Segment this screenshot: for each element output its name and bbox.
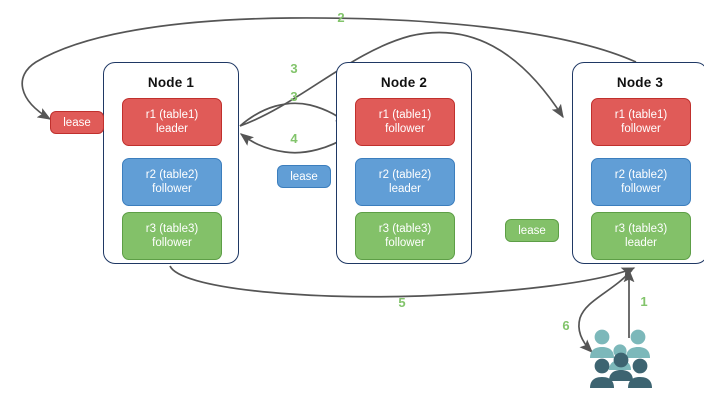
range-label-line2: follower (621, 123, 661, 135)
node-box-1[interactable]: Node 1 r1 (table1) leader r2 (table2) fo… (103, 62, 239, 264)
node-box-3[interactable]: Node 3 r1 (table1) follower r2 (table2) … (572, 62, 704, 264)
range-chip-n3-r2[interactable]: r2 (table2) follower (591, 158, 691, 206)
lease-chip-r1[interactable]: lease (50, 111, 104, 134)
arrow-step-3a (239, 31, 564, 127)
range-label-line2: leader (156, 123, 188, 135)
range-label-line2: leader (625, 237, 657, 249)
range-chip-n1-r2[interactable]: r2 (table2) follower (122, 158, 222, 206)
range-label-line1: r2 (table2) (145, 169, 199, 181)
range-chip-n1-r3[interactable]: r3 (table3) follower (122, 212, 222, 260)
step-label-2: 2 (337, 10, 345, 25)
arrow-step-3b (239, 102, 350, 127)
node-title: Node 1 (147, 75, 195, 90)
users-back-left (590, 329, 614, 358)
step-label-5: 5 (398, 295, 406, 310)
range-chip-n2-r1[interactable]: r1 (table1) follower (355, 98, 455, 146)
range-chip-n2-r2[interactable]: r2 (table2) leader (355, 158, 455, 206)
range-label-line1: r3 (table3) (145, 223, 199, 235)
range-label-line1: r2 (table2) (378, 169, 432, 181)
range-label-line1: r2 (table2) (614, 169, 668, 181)
range-label-line2: leader (389, 183, 421, 195)
range-chip-n3-r3[interactable]: r3 (table3) leader (591, 212, 691, 260)
users-back-right (626, 329, 650, 358)
range-chip-n1-r1[interactable]: r1 (table1) leader (122, 98, 222, 146)
range-label-line2: follower (152, 183, 192, 195)
step-label-6: 6 (562, 318, 570, 333)
arrow-step-2 (21, 17, 637, 120)
range-label-line2: follower (621, 183, 661, 195)
range-label-line2: follower (152, 237, 192, 249)
step-label-4: 4 (290, 131, 298, 146)
range-label-line2: follower (385, 237, 425, 249)
range-chip-n2-r3[interactable]: r3 (table3) follower (355, 212, 455, 260)
range-label-line1: r1 (table1) (145, 109, 199, 121)
lease-chip-r2[interactable]: lease (277, 165, 331, 188)
arrow-step-6 (578, 269, 633, 353)
step-label-3a: 3 (290, 61, 298, 76)
users-front-center (609, 352, 633, 381)
range-label-line2: follower (385, 123, 425, 135)
node-title: Node 2 (380, 75, 428, 90)
users-icon (590, 329, 652, 388)
step-label-3b: 3 (290, 89, 298, 104)
range-label-line1: r1 (table1) (614, 109, 668, 121)
range-chip-n3-r1[interactable]: r1 (table1) follower (591, 98, 691, 146)
lease-label: lease (63, 116, 91, 129)
step-label-1: 1 (640, 294, 648, 309)
range-label-line1: r3 (table3) (378, 223, 432, 235)
arrow-step-5 (169, 265, 636, 298)
lease-chip-r3[interactable]: lease (505, 219, 559, 242)
node-box-2[interactable]: Node 2 r1 (table1) follower r2 (table2) … (336, 62, 472, 264)
lease-label: lease (290, 170, 318, 183)
users-front-right (628, 358, 652, 388)
arrow-step-4 (239, 133, 349, 154)
node-title: Node 3 (616, 75, 664, 90)
range-label-line1: r3 (table3) (614, 223, 668, 235)
range-label-line1: r1 (table1) (378, 109, 432, 121)
users-front-left (590, 358, 614, 388)
lease-label: lease (518, 224, 546, 237)
